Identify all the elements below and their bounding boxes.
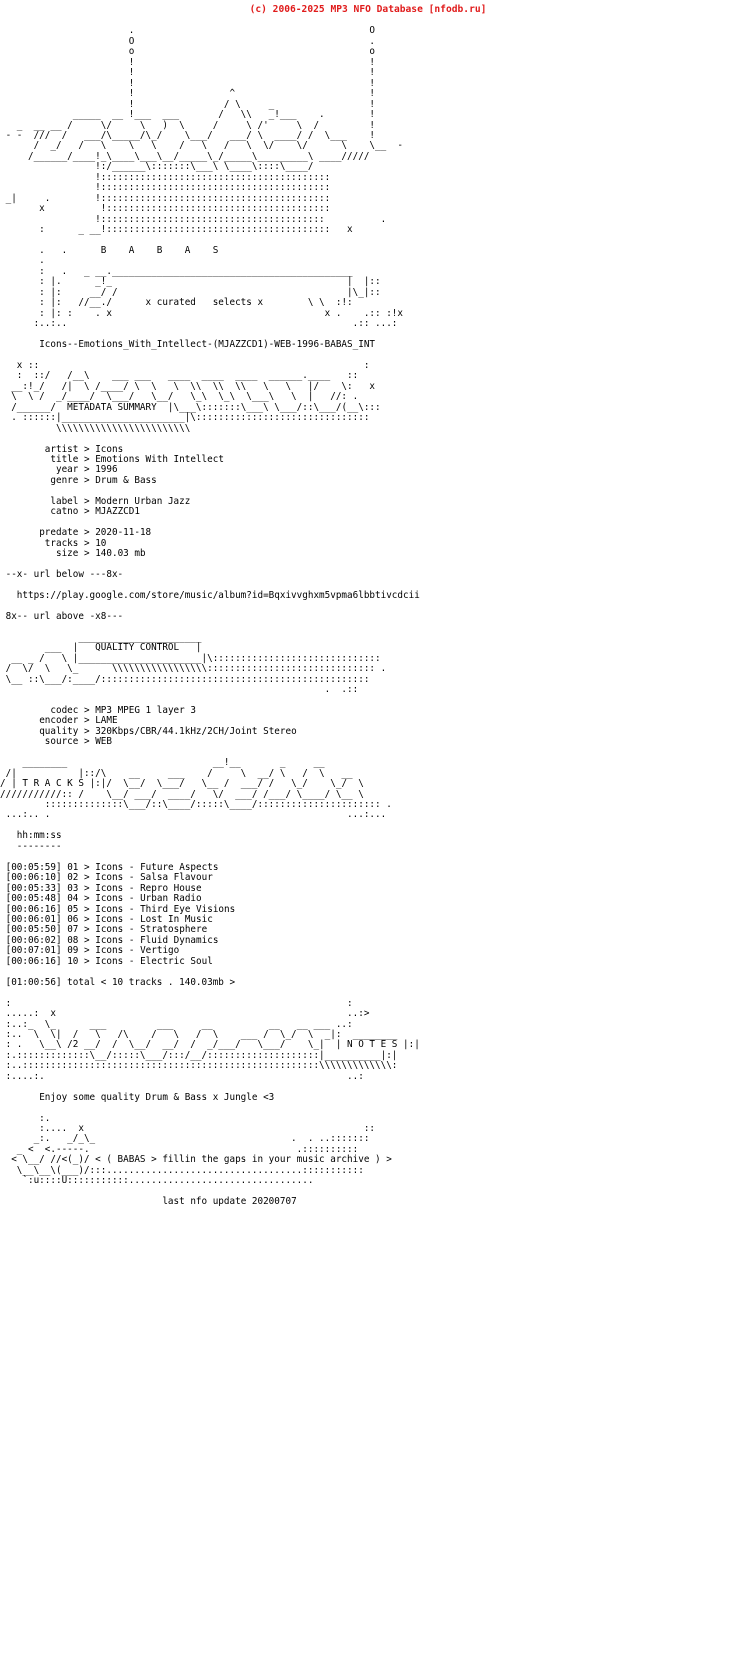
track-row: [00:06:16] 05 > Icons - Third Eye Vision… bbox=[5, 903, 236, 915]
tracklist-time-header: hh:mm:ss bbox=[16, 830, 62, 842]
url-above-marker: --x- url below ---8x- bbox=[5, 569, 124, 581]
ascii-art-tracks-banner: ________ __!__ _ __ /| |::/\ __ ___ / \ … bbox=[0, 757, 392, 821]
meta-value-title: Emotions With Intellect bbox=[95, 454, 224, 466]
track-row: [00:06:16] 10 > Icons - Electric Soul bbox=[5, 955, 213, 967]
ascii-art-babas-logo: . O O . o o bbox=[5, 25, 403, 330]
track-title: Stratosphere bbox=[140, 924, 208, 936]
quality-value-codec: MP3 MPEG 1 layer 3 bbox=[95, 704, 196, 716]
ascii-babas-tagline: x curated selects x bbox=[145, 297, 264, 309]
ascii-babas-letters: B A B A S bbox=[100, 244, 219, 256]
track-title: Salsa Flavour bbox=[140, 872, 213, 884]
meta-value-tracks: 10 bbox=[95, 537, 107, 549]
meta-value-predate: 2020-11-18 bbox=[95, 527, 152, 539]
release-dirname: Icons--Emotions_With_Intellect-(MJAZZCD1… bbox=[39, 339, 376, 351]
track-title: Future Aspects bbox=[140, 861, 219, 873]
quality-row-quality: quality > 320Kbps/CBR/44.1kHz/2CH/Joint … bbox=[33, 725, 297, 737]
meta-row-title: title > Emotions With Intellect bbox=[33, 454, 224, 466]
meta-value-year: 1996 bbox=[95, 464, 118, 476]
track-row: [00:05:48] 04 > Icons - Urban Radio bbox=[5, 893, 202, 905]
quality-row-encoder: encoder > LAME bbox=[33, 715, 118, 727]
meta-row-catno: catno > MJAZZCD1 bbox=[33, 506, 140, 518]
track-row: [00:05:59] 01 > Icons - Future Aspects bbox=[5, 861, 219, 873]
quality-value-source: WEB bbox=[95, 736, 112, 748]
notes-section-title: N O T E S bbox=[347, 1039, 398, 1051]
track-row: [00:06:02] 08 > Icons - Fluid Dynamics bbox=[5, 934, 219, 946]
track-row: [00:05:33] 03 > Icons - Repro House bbox=[5, 882, 202, 894]
track-title: Electric Soul bbox=[140, 955, 213, 967]
nfodb-copyright-banner: (c) 2006-2025 MP3 NFO Database [nfodb.ru… bbox=[249, 4, 487, 15]
tracks-section-title: T R A C K S bbox=[22, 778, 84, 790]
notes-text: Enjoy some quality Drum & Bass x Jungle … bbox=[39, 1091, 275, 1103]
ascii-art-footer-babas: :. :.... x :: _:. _/_\_ . . ..::::::: _ … bbox=[11, 1112, 392, 1187]
footer-greet: < ( BABAS > fillin the gaps in your musi… bbox=[95, 1154, 392, 1166]
track-title: Repro House bbox=[140, 882, 202, 894]
store-url[interactable]: https://play.google.com/store/music/albu… bbox=[16, 589, 420, 601]
track-title: Fluid Dynamics bbox=[140, 934, 219, 946]
ascii-art-notes-banner: : : .....: x ..:> :..:_ \_ ___ ___ __ __… bbox=[5, 997, 420, 1082]
meta-row-tracks: tracks > 10 bbox=[33, 537, 107, 549]
track-title: Lost In Music bbox=[140, 913, 213, 925]
meta-row-year: year > 1996 bbox=[33, 464, 118, 476]
url-below-marker: 8x-- url above -x8--- bbox=[5, 610, 124, 622]
meta-row-genre: genre > Drum & Bass bbox=[33, 474, 157, 486]
track-row: [00:05:50] 07 > Icons - Stratosphere bbox=[5, 924, 208, 936]
quality-value-encoder: LAME bbox=[95, 715, 118, 727]
meta-row-size: size > 140.03 mb bbox=[33, 548, 146, 560]
ascii-art-metadata-banner: x :: : : ::/ /__\ ___ ___ ____ ____ ____… bbox=[11, 359, 381, 434]
metadata-section-title: METADATA SUMMARY bbox=[67, 401, 157, 413]
meta-value-catno: MJAZZCD1 bbox=[95, 506, 140, 518]
track-row: [00:06:01] 06 > Icons - Lost In Music bbox=[5, 913, 213, 925]
quality-row-codec: codec > MP3 MPEG 1 layer 3 bbox=[33, 704, 196, 716]
track-title: Third Eye Visions bbox=[140, 903, 236, 915]
meta-row-label: label > Modern Urban Jazz bbox=[33, 495, 191, 507]
quality-value-quality: 320Kbps/CBR/44.1kHz/2CH/Joint Stereo bbox=[95, 725, 297, 737]
meta-row-predate: predate > 2020-11-18 bbox=[33, 527, 152, 539]
track-title: Vertigo bbox=[140, 945, 180, 957]
meta-row-artist: artist > Icons bbox=[33, 443, 124, 455]
track-row: [00:07:01] 09 > Icons - Vertigo bbox=[5, 945, 180, 957]
footer-last-update: last nfo update 20200707 bbox=[162, 1196, 297, 1208]
meta-value-size: 140.03 mb bbox=[95, 548, 146, 560]
quality-section-title: QUALITY CONTROL bbox=[95, 642, 180, 654]
meta-value-label: Modern Urban Jazz bbox=[95, 495, 191, 507]
ascii-art-quality-banner: ______________________ ___ | QUALITY CON… bbox=[5, 631, 387, 695]
track-title: Urban Radio bbox=[140, 893, 202, 905]
tracklist-total: [01:00:56] total < 10 tracks . 140.03mb … bbox=[5, 976, 236, 988]
tracklist-rule: -------- bbox=[16, 840, 62, 852]
meta-value-genre: Drum & Bass bbox=[95, 474, 157, 486]
track-row: [00:06:10] 02 > Icons - Salsa Flavour bbox=[5, 872, 213, 884]
meta-value-artist: Icons bbox=[95, 443, 124, 455]
quality-row-source: source > WEB bbox=[33, 736, 112, 748]
nfo-document: (c) 2006-2025 MP3 NFO Database [nfodb.ru… bbox=[0, 4, 487, 1208]
